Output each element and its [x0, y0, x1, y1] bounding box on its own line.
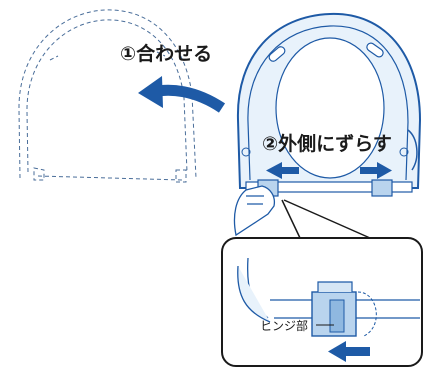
- toilet-lid: [236, 12, 422, 193]
- step2-label: ②外側にずらす: [262, 132, 392, 155]
- right-arrow-icon: [360, 162, 392, 179]
- left-arrow-icon: [266, 162, 299, 179]
- hand-icon: [233, 185, 276, 237]
- hinge-label: ヒンジ部: [260, 318, 308, 333]
- hinge-detail-callout: [221, 237, 423, 367]
- zoom-connector: [281, 199, 371, 239]
- curved-arrow-icon: [138, 76, 226, 113]
- dashed-lid-outline: [18, 9, 197, 183]
- detail-left-arrow-icon: [328, 341, 370, 362]
- step1-label: ①合わせる: [120, 42, 212, 65]
